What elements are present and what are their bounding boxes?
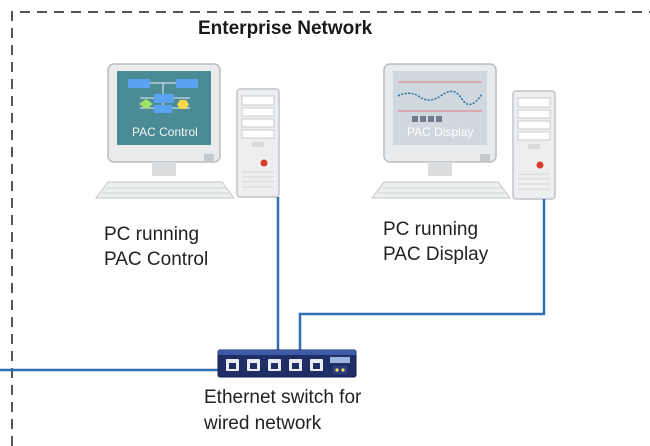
monitor-icon: PAC Display [371,63,511,199]
caption-line: PAC Display [383,244,489,265]
pac-display-screen-label: PAC Display [407,125,473,139]
pc-control-caption: PC running PAC Control [104,222,208,272]
caption-line: wired network [204,413,322,434]
tower-pc-icon [512,90,556,200]
caption-line: PC running [104,224,200,245]
pc-control-node: PAC Control [95,63,280,199]
switch-caption: Ethernet switch for wired network [204,385,361,437]
cable-pc-display-to-switch [298,199,546,352]
enterprise-network-title: Enterprise Network [198,18,373,39]
pac-control-screen-label: PAC Control [132,125,198,139]
pc-display-caption: PC running PAC Display [383,217,488,267]
pc-display-node: PAC Display [371,63,556,200]
enterprise-network-boundary [11,11,650,446]
caption-line: PC running [383,219,479,240]
ethernet-switch-icon [217,349,357,378]
caption-line: Ethernet switch for [204,387,362,408]
monitor-icon: PAC Control [95,63,235,199]
tower-pc-icon [236,88,280,198]
network-cables [0,197,546,372]
caption-line: PAC Control [104,249,209,270]
